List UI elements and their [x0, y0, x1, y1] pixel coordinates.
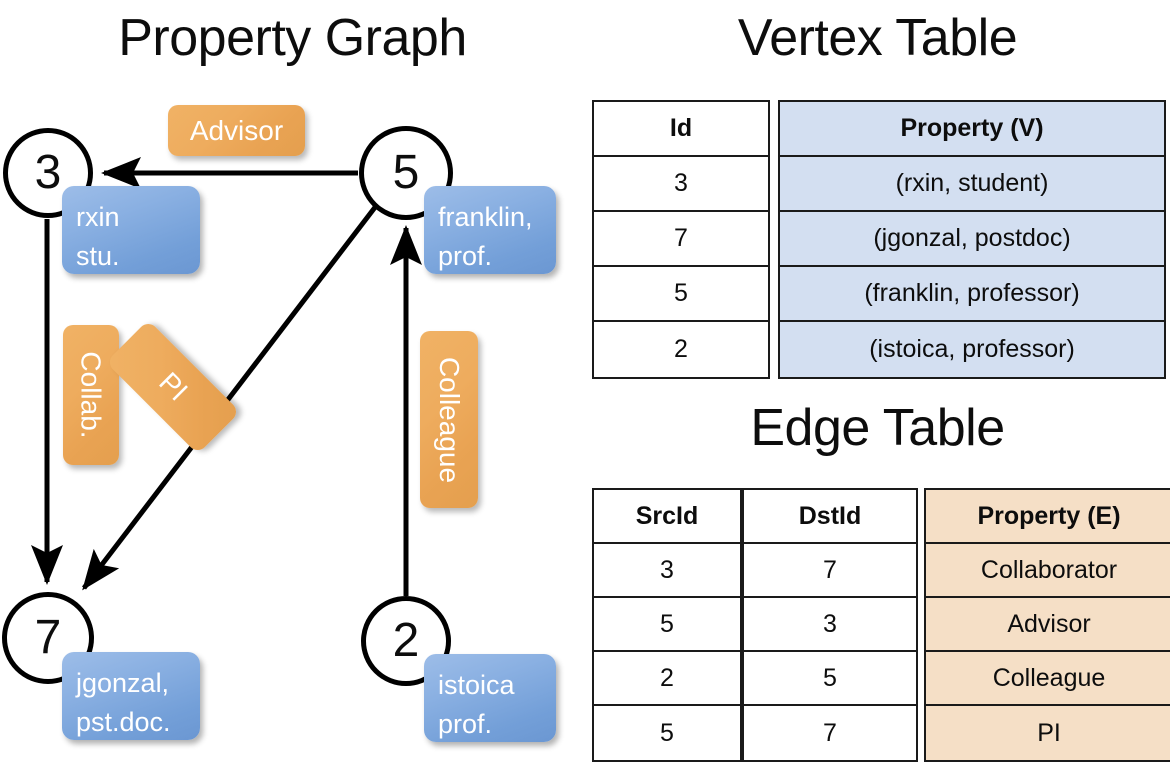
- vertex-property-5-line2: prof.: [438, 241, 493, 272]
- table-row: 5: [594, 267, 768, 322]
- table-row: Collaborator: [926, 544, 1170, 598]
- edge-table-header-srcid: SrcId: [594, 490, 740, 544]
- vertex-table-column-id: Id 3 7 5 2: [592, 100, 770, 379]
- vertex-property-2-line2: prof.: [438, 709, 493, 740]
- vertex-property-callout-3: rxin stu.: [62, 186, 200, 274]
- vertex-property-3-line1: rxin: [76, 202, 120, 232]
- table-row: 3: [744, 598, 916, 652]
- graph-edge-arrows: [31, 157, 422, 596]
- edge-arrow-5-to-7: [82, 204, 378, 591]
- edge-table: SrcId 3 5 2 5 DstId 7 3 5 7 Property (E)…: [592, 488, 1170, 762]
- vertex-property-callout-7: jgonzal, pst.doc.: [62, 652, 200, 740]
- graph-vertex-2-label: 2: [392, 614, 420, 667]
- table-row: 7: [823, 718, 837, 747]
- table-row: 3: [594, 544, 740, 598]
- table-row: 5: [744, 652, 916, 706]
- table-row: (istoica, professor): [780, 322, 1164, 377]
- edge-table-column-property: Property (E) Collaborator Advisor Collea…: [924, 488, 1170, 762]
- table-row: PI: [926, 706, 1170, 760]
- graph-vertex-5-label: 5: [392, 146, 420, 199]
- graph-vertex-3-label: 3: [34, 146, 62, 199]
- vertex-table-header-property: Property (V): [780, 102, 1164, 157]
- table-row: 7: [594, 212, 768, 267]
- edge-label-pi-text: PI: [153, 366, 194, 407]
- vertex-property-7-line1: jgonzal,: [76, 668, 170, 698]
- vertex-table-column-property: Property (V) (rxin, student) (jgonzal, p…: [778, 100, 1166, 379]
- graph-vertex-5[interactable]: 5: [359, 126, 453, 220]
- table-row: Colleague: [926, 652, 1170, 706]
- edge-table-header-dstid: DstId: [744, 490, 916, 544]
- vertex-property-callout-2: istoica prof.: [424, 654, 556, 742]
- table-row: 2: [594, 652, 740, 706]
- vertex-property-7-line2: pst.doc.: [76, 707, 171, 738]
- edge-label-advisor-text: Advisor: [189, 114, 284, 146]
- edge-label-colleague-text: Colleague: [434, 356, 466, 483]
- page-title-vertex-table: Vertex Table: [737, 9, 1018, 67]
- table-row: (jgonzal, postdoc): [780, 212, 1164, 267]
- graph-vertex-7-label: 7: [34, 611, 62, 664]
- edge-label-advisor: Advisor: [168, 105, 305, 156]
- table-row: 5: [594, 598, 740, 652]
- vertex-table: Id 3 7 5 2 Property (V) (rxin, student) …: [592, 100, 1166, 379]
- vertex-property-3-line2: stu.: [76, 241, 120, 272]
- graph-vertex-2[interactable]: 2: [361, 596, 451, 686]
- table-row: 7: [744, 544, 916, 598]
- vertex-property-callout-5: franklin, prof.: [424, 186, 556, 274]
- edge-table-header-property: Property (E): [926, 490, 1170, 544]
- edge-table-column-srcid: SrcId 3 5 2 5: [592, 488, 742, 762]
- edge-table-column-dstid: DstId 7 3 5 7: [742, 488, 918, 762]
- vertex-property-2-line1: istoica: [438, 670, 515, 700]
- edge-label-colleague: Colleague: [420, 331, 478, 508]
- edge-label-collab: Collab.: [63, 325, 119, 465]
- edge-label-collab-text: Collab.: [76, 351, 108, 439]
- page-title-property-graph: Property Graph: [118, 9, 467, 67]
- vertex-table-header-id: Id: [594, 102, 768, 157]
- table-row: 2: [674, 335, 688, 363]
- table-row: 3: [594, 157, 768, 212]
- table-row: Advisor: [926, 598, 1170, 652]
- page-title-edge-table: Edge Table: [750, 399, 1005, 457]
- vertex-property-5-line1: franklin,: [438, 202, 533, 232]
- table-row: (franklin, professor): [780, 267, 1164, 322]
- table-row: 5: [660, 718, 674, 747]
- table-row: (rxin, student): [780, 157, 1164, 212]
- property-graph-diagram: 3 5 7 2 rxin stu. franklin, prof. jgonza…: [0, 0, 585, 760]
